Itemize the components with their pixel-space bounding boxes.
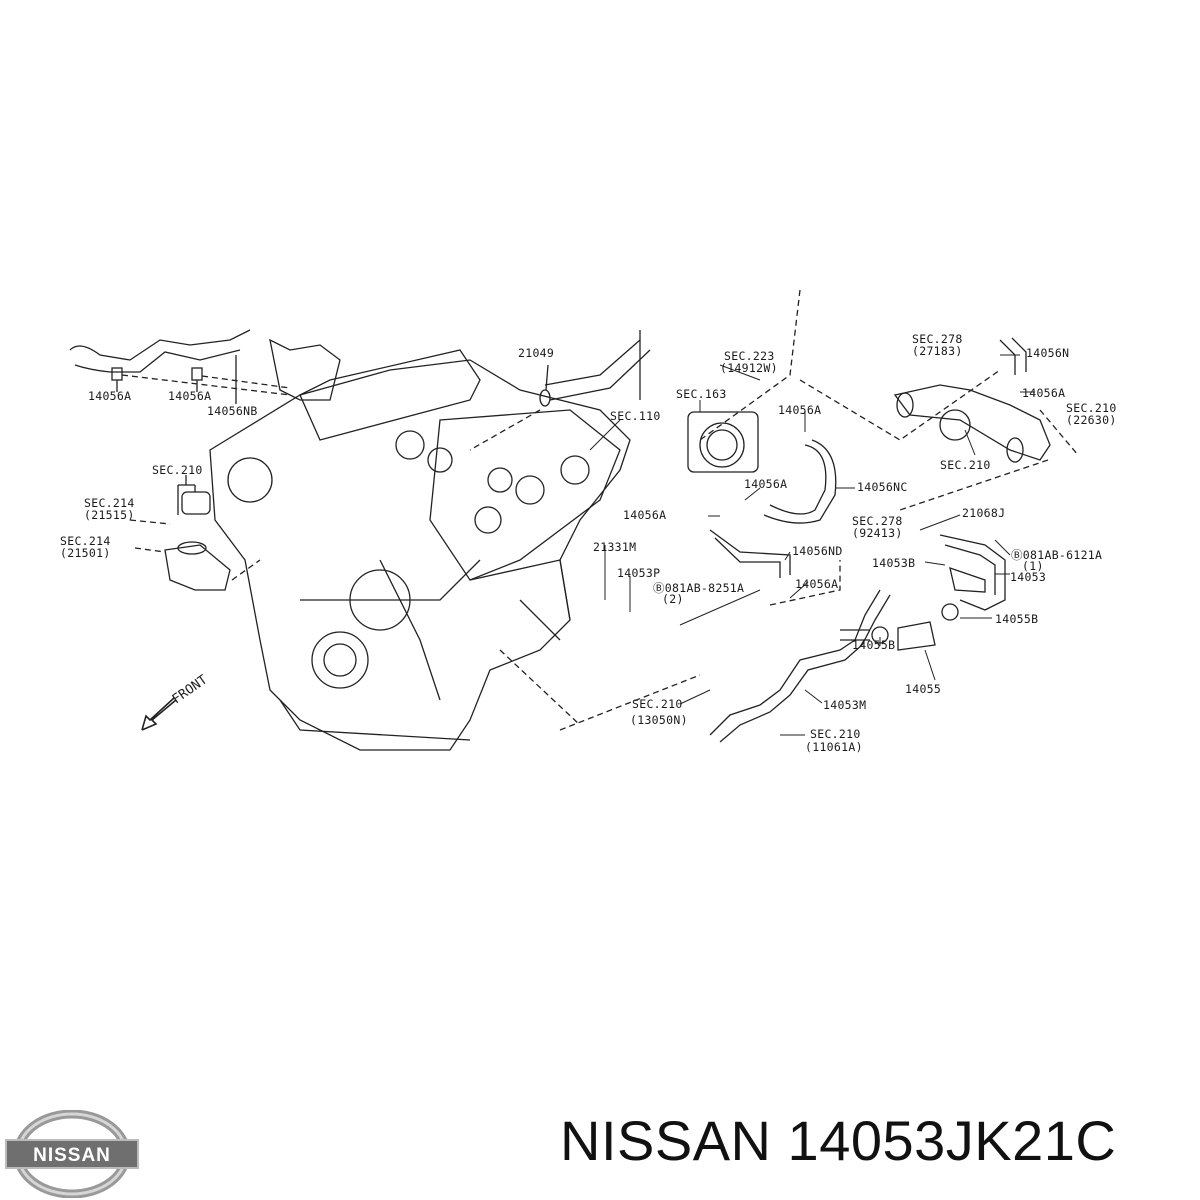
part-label: 14056A [795,577,839,591]
part-number-caption: NISSAN 14053JK21C [560,1109,1117,1172]
part-label: 14056NB [207,404,258,418]
part-label: SEC.210 [940,458,991,472]
part-label: SEC.110 [610,409,661,423]
part-label: 14055 [905,682,942,696]
part-label: SEC.214 [84,496,135,510]
part-label: 14055B [852,638,896,652]
part-label: 14053P [617,566,661,580]
part-label: (13050N) [630,713,688,727]
part-label: 14056A [778,403,822,417]
part-label: SEC.210 [1066,401,1117,415]
pipe-21049 [469,330,651,451]
part-label: (92413) [852,526,903,540]
part-label: (21515) [84,508,135,522]
thermostat-housing-drawing [129,475,261,591]
part-label: SEC.278 [912,332,963,346]
part-label: SEC.210 [810,727,861,741]
front-label: FRONT [170,672,211,707]
nissan-logo: NISSAN [5,1110,139,1198]
part-label: 14053 [1010,570,1047,584]
part-label: Ⓑ081AB-6121A [1011,548,1103,562]
part-label: 21049 [518,346,555,360]
part-label: 14056A [623,508,667,522]
part-label: SEC.223 [724,349,775,363]
part-label: SEC.163 [676,387,727,401]
svg-text:NISSAN: NISSAN [33,1145,111,1166]
part-label: 14056A [168,389,212,403]
throttle-body-drawing [687,289,1001,578]
part-label: (21501) [60,546,111,560]
water-pipe-14053-drawing [499,534,1006,743]
front-direction-arrow-icon: FRONT [141,672,211,731]
hoses-top-left [69,329,341,404]
part-label: 14056ND [792,544,843,558]
part-label: (11061A) [805,740,863,754]
part-label: 14056NC [857,480,908,494]
part-label: 21068J [962,506,1006,520]
part-label: 14056A [744,477,788,491]
water-outlet-housing-drawing [893,337,1079,511]
part-label: SEC.210 [152,463,203,477]
part-label: 14056A [1022,386,1066,400]
part-label: 21331M [593,540,637,554]
part-label: SEC.210 [632,697,683,711]
part-label: SEC.214 [60,534,111,548]
part-label: 14055B [995,612,1039,626]
part-label: (22630) [1066,413,1117,427]
part-label: (1) [1022,559,1044,573]
part-label: (2) [662,592,684,606]
part-label: Ⓑ081AB-8251A [653,581,745,595]
engine-block-drawing [209,349,631,751]
part-label: 14056A [88,389,132,403]
part-label: SEC.278 [852,514,903,528]
part-label: (27183) [912,344,963,358]
part-label: 14056N [1026,346,1070,360]
leader-lines [589,354,1035,736]
part-label: 14053M [823,698,867,712]
part-label: (14912W) [720,361,778,375]
part-label: 14053B [872,556,916,570]
